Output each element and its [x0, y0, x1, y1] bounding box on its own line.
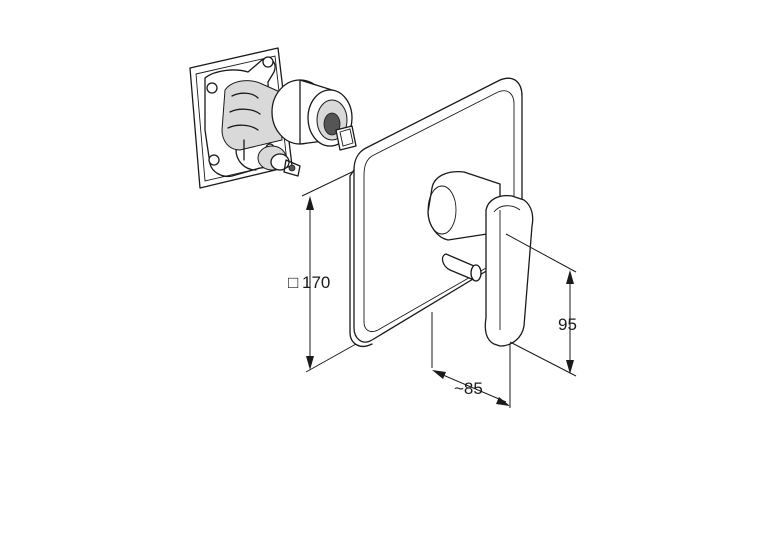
spindle [335, 125, 357, 151]
dimension-lever-height: 95 [505, 233, 577, 377]
dimension-projection: ~85 [431, 312, 511, 408]
concealed-body [189, 47, 357, 189]
projection-label: ~85 [454, 379, 483, 398]
plate-size-label-group: □ 170 [288, 273, 330, 292]
dimension-plate-size: □ 170 [288, 171, 357, 373]
lever [484, 194, 534, 347]
plate-size-label: 170 [302, 273, 330, 292]
lever-height-label: 95 [558, 315, 577, 334]
lever-handle [427, 170, 534, 347]
plate-size-symbol: □ [288, 273, 298, 292]
